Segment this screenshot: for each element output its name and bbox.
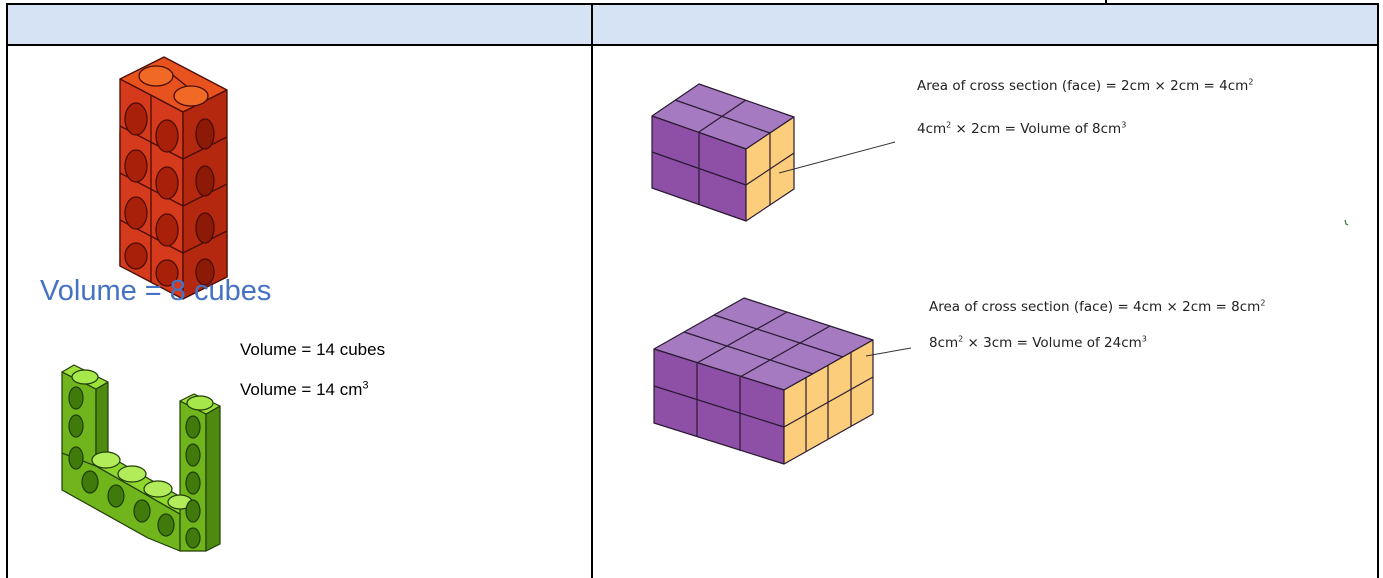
red-cube-tower-image — [119, 56, 228, 300]
small-prism-volume-part1: 4cm — [917, 121, 947, 137]
large-prism-volume-part2: × 3cm = Volume of 24cm — [963, 335, 1142, 351]
stray-mark — [1344, 219, 1349, 226]
large-prism-volume-text: 8cm2 × 3cm = Volume of 24cm3 — [929, 335, 1147, 351]
right-cell-prisms: Area of cross section (face) = 2cm × 2cm… — [593, 46, 1377, 578]
small-prism-volume-part2: × 2cm = Volume of 8cm — [951, 121, 1122, 137]
small-prism-area-exponent: 2 — [1248, 77, 1254, 87]
column-divider — [591, 5, 593, 578]
u-shape-volume-cm-text: Volume = 14 cm — [240, 380, 363, 399]
volume-8-cubes-label: Volume = 8 cubes — [40, 275, 272, 307]
u-shape-volume-cm-label: Volume = 14 cm3 — [240, 380, 369, 400]
small-prism-volume-part2-exponent: 3 — [1121, 120, 1127, 130]
large-prism-volume-part1-exponent: 2 — [958, 334, 964, 344]
left-cell-cubes: Volume = 8 cubes — [8, 46, 591, 578]
small-prism-image — [651, 83, 896, 222]
volume-table: Volume = 8 cubes — [6, 3, 1379, 578]
small-prism-area-text: Area of cross section (face) = 2cm × 2cm… — [917, 78, 1253, 94]
large-prism-volume-part2-exponent: 3 — [1141, 334, 1147, 344]
small-prism-volume-text: 4cm2 × 2cm = Volume of 8cm3 — [917, 121, 1126, 137]
u-shape-volume-cm-exponent: 3 — [362, 379, 369, 392]
small-prism-volume-part1-exponent: 2 — [946, 120, 952, 130]
large-prism-area-prefix: Area of cross section (face) = 4cm × 2cm… — [929, 299, 1261, 315]
large-prism-area-exponent: 2 — [1260, 298, 1266, 308]
table-header-row — [8, 5, 1377, 46]
large-prism-image — [653, 297, 912, 465]
large-prism-area-text: Area of cross section (face) = 4cm × 2cm… — [929, 299, 1265, 315]
table-top-edge-mark — [1105, 0, 1107, 4]
small-prism-area-prefix: Area of cross section (face) = 2cm × 2cm… — [917, 78, 1249, 94]
green-u-shape-cubes-image — [61, 364, 221, 552]
large-prism-volume-part1: 8cm — [929, 335, 959, 351]
u-shape-volume-cubes-label: Volume = 14 cubes — [240, 340, 386, 359]
